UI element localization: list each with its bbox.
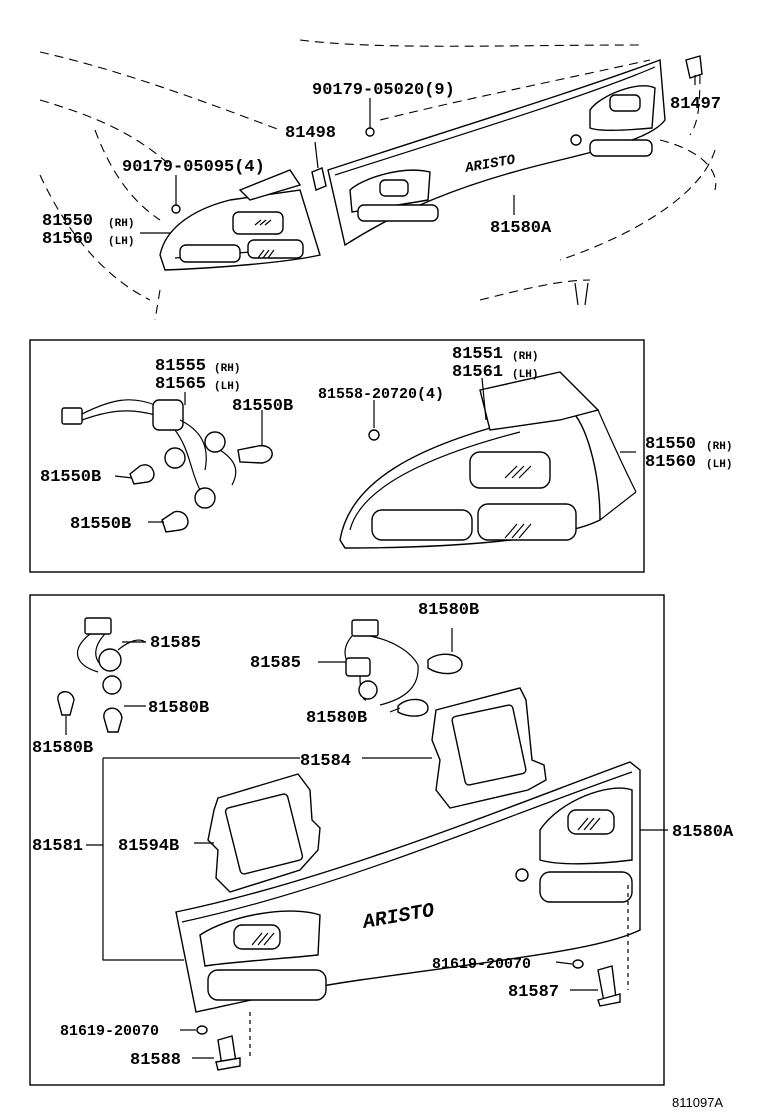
label-lens-lh: 81561 <box>452 363 503 382</box>
diagram-id: 811097A <box>672 1095 723 1110</box>
label-text: RH <box>713 441 726 453</box>
tail-lamp-middle <box>339 371 637 549</box>
top-small-parts <box>171 55 703 214</box>
label-wire-mid: 81585 <box>250 654 301 673</box>
label-text: RH <box>115 218 128 230</box>
label-bracket-right: 81587 <box>508 983 559 1002</box>
label-assy-rh: 81550 <box>645 435 696 454</box>
label-socket-rh: 81555 <box>155 357 206 376</box>
label-nut: 81558-20720(4) <box>318 386 444 403</box>
label-lamp-lh: 81560 <box>42 230 93 249</box>
label-bracket-left: 81588 <box>130 1051 181 1070</box>
label-assy-lh-suffix: (LH) <box>706 459 732 471</box>
label-gasket: 81584 <box>300 752 351 771</box>
label-lens-lh-suffix: (LH) <box>512 369 538 381</box>
label-gasket-b: 81594B <box>118 837 179 856</box>
label-bracket: 81498 <box>285 124 336 143</box>
middle-frame <box>29 339 645 573</box>
label-bolt-left: 90179-05095(4) <box>122 158 265 177</box>
label-assy-lh: 81560 <box>645 453 696 472</box>
label-lens-garnish: 81581 <box>32 837 83 856</box>
label-socket-rh-suffix: (RH) <box>214 363 240 375</box>
gasket-right <box>431 687 547 809</box>
bottom-frame <box>29 594 665 1086</box>
wire-mid-assembly <box>344 619 463 717</box>
label-text: LH <box>519 369 532 381</box>
label-garnish-assy: 81580A <box>672 823 734 842</box>
gasket-left <box>207 773 321 893</box>
label-bulb-mid: 81580B <box>306 709 367 728</box>
garnish-bottom: ARISTO <box>175 761 641 1013</box>
label-text: LH <box>713 459 726 471</box>
label-bulb-c: 81550B <box>70 515 131 534</box>
label-lamp-lh-suffix: (LH) <box>108 236 134 248</box>
nut-icon <box>368 429 380 441</box>
bracket-right-part <box>572 885 629 1007</box>
label-text: LH <box>221 381 234 393</box>
label-screw-right: 81619-20070 <box>432 956 531 973</box>
label-text: RH <box>519 351 532 363</box>
wire-left-assembly <box>57 617 146 733</box>
bulbs-middle <box>129 445 273 533</box>
label-bulb-left: 81580B <box>148 699 209 718</box>
label-bulb-a: 81550B <box>232 397 293 416</box>
label-bulb-top-right: 81580B <box>418 601 479 620</box>
label-lens-rh: 81551 <box>452 345 503 364</box>
label-clip-right: 81497 <box>670 95 721 114</box>
label-text: LH <box>115 236 128 248</box>
label-socket-lh: 81565 <box>155 375 206 394</box>
label-socket-lh-suffix: (LH) <box>214 381 240 393</box>
middle-leaders <box>114 377 636 523</box>
label-lamp-rh-suffix: (RH) <box>108 218 134 230</box>
tail-lamp-left-top <box>159 169 321 271</box>
label-screw-left: 81619-20070 <box>60 1023 159 1040</box>
vehicle-outline <box>39 39 717 321</box>
top-leaders <box>140 75 696 234</box>
label-text: RH <box>221 363 234 375</box>
socket-wire-assembly <box>61 399 237 509</box>
bottom-leaders <box>65 628 668 1059</box>
label-assy-rh-suffix: (RH) <box>706 441 732 453</box>
label-wire-left: 81585 <box>150 634 201 653</box>
label-lamp-rh: 81550 <box>42 212 93 231</box>
label-bolt-top: 90179-05020(9) <box>312 81 455 100</box>
label-bulb-b: 81550B <box>40 468 101 487</box>
label-lens-rh-suffix: (RH) <box>512 351 538 363</box>
label-bulb-left2: 81580B <box>32 739 93 758</box>
garnish-top: ARISTO <box>327 59 666 247</box>
label-garnish: 81580A <box>490 219 552 238</box>
bracket-left-part <box>196 1012 251 1071</box>
